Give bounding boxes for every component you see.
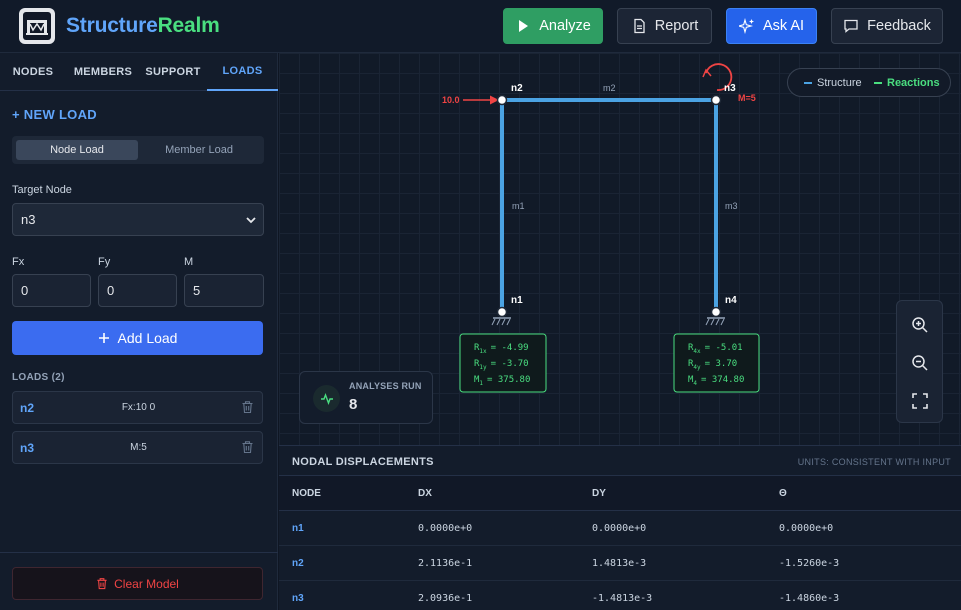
force-label-n2: 10.0	[442, 95, 460, 105]
sidebar-tabs: NODES MEMBERS SUPPORT LOADS	[0, 53, 278, 91]
feedback-button[interactable]: Feedback	[831, 8, 943, 44]
support-n4	[705, 317, 725, 326]
ask-ai-button[interactable]: Ask AI	[726, 8, 817, 44]
sidebar: NODES MEMBERS SUPPORT LOADS + NEW LOAD N…	[0, 53, 278, 610]
structure-canvas[interactable]: n2 n3 n1 n4 m1 m2 m3 10.0 M=5 R1x= -4.99…	[279, 53, 961, 445]
tab-members[interactable]: MEMBERS	[73, 66, 133, 78]
target-node-label: Target Node	[12, 184, 72, 196]
loads-list-title: LOADS (2)	[12, 372, 65, 383]
displacements-header: NODAL DISPLACEMENTS UNITS: CONSISTENT WI…	[279, 446, 961, 476]
reaction-box-n1: R1x= -4.99 R1y= -3.70 M1= 375.80	[459, 333, 547, 393]
brand-title: StructureRealm	[66, 14, 220, 37]
analyze-button[interactable]: Analyze	[503, 8, 603, 44]
sparkles-icon	[738, 18, 754, 34]
table-header-row: NODE DX DY Θ	[279, 476, 961, 511]
play-icon	[519, 20, 529, 32]
message-icon	[844, 19, 858, 33]
tab-support[interactable]: SUPPORT	[145, 66, 201, 78]
fit-screen-icon[interactable]	[911, 392, 929, 410]
node-label-n3: n3	[724, 83, 736, 94]
canvas-legend: Structure Reactions	[787, 68, 951, 97]
fx-label: Fx	[12, 256, 25, 268]
table-row: n3 2.0936e-1 -1.4813e-3 -1.4860e-3	[279, 581, 961, 610]
zoom-in-icon[interactable]	[911, 316, 929, 334]
frame-drawing: n2 n3 n1 n4 m1 m2 m3 10.0 M=5 R1x= -4.99…	[442, 63, 760, 393]
m-input[interactable]: 5	[184, 274, 264, 307]
displacements-panel: NODAL DISPLACEMENTS UNITS: CONSISTENT WI…	[279, 445, 961, 610]
tab-loads[interactable]: LOADS	[207, 53, 278, 91]
divider	[0, 552, 278, 553]
plus-icon	[98, 333, 109, 343]
fx-input[interactable]: 0	[12, 274, 91, 307]
table-row: n1 0.0000e+0 0.0000e+0 0.0000e+0	[279, 511, 961, 546]
zoom-controls	[896, 300, 943, 423]
node-load-option[interactable]: Node Load	[16, 140, 138, 160]
fy-label: Fy	[98, 256, 111, 268]
load-item-node: n2	[20, 401, 35, 415]
fy-input[interactable]: 0	[98, 274, 177, 307]
node-n4[interactable]	[710, 306, 722, 318]
clear-model-button[interactable]: Clear Model	[12, 567, 263, 600]
app-header: StructureRealm Analyze Report Ask AI Fee…	[0, 0, 961, 53]
node-label-n2: n2	[511, 83, 523, 94]
trash-icon[interactable]	[241, 400, 254, 414]
load-type-toggle: Node Load Member Load	[12, 136, 264, 164]
logo	[19, 8, 55, 44]
bridge-icon	[23, 12, 51, 40]
member-label-m3: m3	[725, 201, 738, 211]
member-label-m1: m1	[512, 201, 525, 211]
node-n3[interactable]	[710, 94, 722, 106]
load-item[interactable]: n2 Fx:10 0	[12, 391, 263, 424]
reaction-box-n4: R4x= -5.01 R4y= 3.70 M4= 374.80	[673, 333, 760, 393]
load-item-value: Fx:10 0	[121, 402, 156, 413]
table-row: n2 2.1136e-1 1.4813e-3 -1.5260e-3	[279, 546, 961, 581]
load-item[interactable]: n3 M:5	[12, 431, 263, 464]
tab-nodes[interactable]: NODES	[12, 66, 54, 78]
add-load-button[interactable]: Add Load	[12, 321, 263, 355]
legend-reactions: Reactions	[874, 77, 940, 89]
legend-structure: Structure	[804, 77, 862, 89]
node-n1[interactable]	[496, 306, 508, 318]
node-n2[interactable]	[496, 94, 508, 106]
new-load-heading: + NEW LOAD	[12, 107, 97, 122]
moment-arrow-n3	[705, 63, 733, 91]
support-n1	[491, 317, 511, 326]
load-item-node: n3	[20, 441, 35, 455]
zoom-out-icon[interactable]	[911, 354, 929, 372]
load-item-value: M:5	[130, 442, 147, 453]
report-button[interactable]: Report	[617, 8, 712, 44]
svg-text:M4= 374.80: M4= 374.80	[688, 375, 744, 387]
svg-text:M1= 375.80: M1= 375.80	[474, 375, 530, 387]
member-label-m2: m2	[603, 83, 616, 93]
node-label-n4: n4	[725, 295, 737, 306]
trash-icon[interactable]	[241, 440, 254, 454]
trash-icon	[97, 578, 107, 590]
m-label: M	[184, 256, 194, 268]
moment-label-n3: M=5	[738, 93, 756, 103]
activity-icon	[313, 385, 340, 412]
node-label-n1: n1	[511, 295, 523, 306]
target-node-select[interactable]: n3	[12, 203, 264, 236]
member-load-option[interactable]: Member Load	[165, 144, 233, 156]
analyses-run-card: ANALYSES RUN 8	[299, 371, 433, 424]
chevron-down-icon	[246, 217, 256, 224]
document-icon	[634, 18, 645, 34]
